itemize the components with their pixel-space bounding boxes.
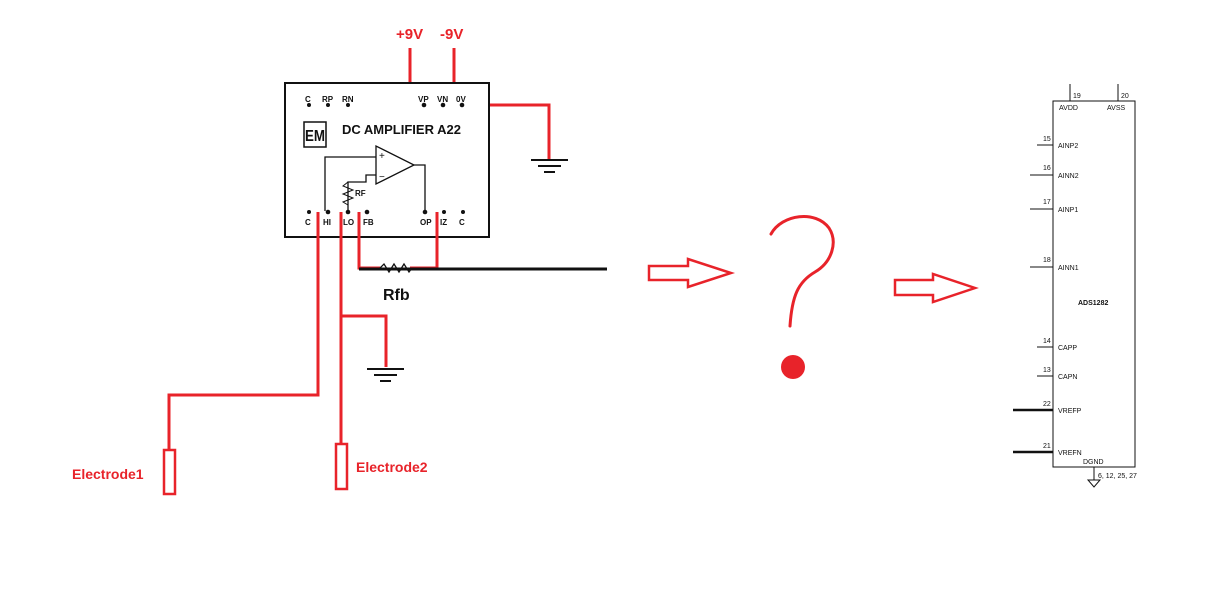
amp-pin-fb: FB [363, 218, 374, 227]
question-mark-icon [769, 215, 835, 379]
adc-pin-vrefp: VREFP [1058, 408, 1082, 415]
electrode2-label: Electrode2 [356, 459, 428, 475]
op-amp-symbol [324, 144, 426, 211]
amp-logo-text: EM [305, 128, 325, 145]
adc-pin-num-ainp1: 17 [1043, 199, 1051, 206]
op-amp-plus: + [379, 151, 385, 162]
adc-pin-dgnd: DGND [1083, 459, 1104, 466]
adc-pin-num-capn: 13 [1043, 367, 1051, 374]
supply-pos-label: +9V [396, 26, 423, 43]
adc-pin-num-ainn2: 16 [1043, 165, 1051, 172]
electrode2-body [334, 442, 349, 491]
amp-pin-rn: RN [342, 95, 354, 104]
amp-pin-c-bottom-left: C [305, 218, 311, 227]
adc-pin-num-avdd: 19 [1073, 93, 1081, 100]
amp-pin-op: OP [420, 218, 432, 227]
amp-top-pins: C RP RN VP VN 0V [305, 95, 466, 108]
adc-pin-num-vrefp: 22 [1043, 401, 1051, 408]
arrow-right-icon-2 [893, 272, 979, 304]
amp-pin-c-bottom-right: C [459, 218, 465, 227]
amp-pin-rp: RP [322, 95, 334, 104]
adc-chip-name: ADS1282 [1078, 300, 1108, 307]
adc-pin-ainp1: AINP1 [1058, 207, 1078, 214]
amp-bottom-pins: C HI LO FB OP IZ C [305, 209, 465, 227]
supply-neg-label: -9V [440, 26, 463, 43]
ads1282-chip: 19 20 AVDD AVSS 15 AINP2 16 AINN2 17 AIN… [1013, 84, 1137, 488]
adc-pin-num-ainn1: 18 [1043, 257, 1051, 264]
op-amp-minus: − [379, 172, 385, 183]
adc-pin-num-ainp2: 15 [1043, 136, 1051, 143]
arrow-right-icon [647, 257, 736, 289]
amp-pin-iz: IZ [440, 218, 447, 227]
ground-symbol-2 [367, 368, 404, 382]
rfb-label: Rfb [383, 287, 410, 304]
adc-pin-vrefn: VREFN [1058, 450, 1082, 457]
adc-dgnd-pin-numbers: 6, 12, 25, 27 [1098, 473, 1137, 480]
adc-pin-capn: CAPN [1058, 374, 1077, 381]
amp-pin-lo: LO [343, 218, 354, 227]
electrode1-body [162, 448, 177, 496]
amp-pin-0v: 0V [456, 95, 466, 104]
adc-pin-ainp2: AINP2 [1058, 143, 1078, 150]
hi-wire [167, 212, 320, 450]
rf-resistor [341, 181, 355, 206]
adc-pin-ainn1: AINN1 [1058, 265, 1079, 272]
dc-amplifier-module: C RP RN VP VN 0V EM DC AMPLIFIER A22 + −… [284, 82, 490, 238]
adc-pin-num-vrefn: 21 [1043, 443, 1051, 450]
ground-wire-0v [462, 103, 551, 160]
adc-pin-capp: CAPP [1058, 345, 1077, 352]
lo-ground-wire [341, 314, 388, 367]
adc-pin-num-avss: 20 [1121, 93, 1129, 100]
adc-pin-ainn2: AINN2 [1058, 173, 1079, 180]
amp-pin-vp: VP [418, 95, 429, 104]
amp-pin-hi: HI [323, 218, 331, 227]
adc-ground-icon [1086, 479, 1102, 488]
amp-pin-c-top: C [305, 95, 311, 104]
rf-label: RF [355, 189, 366, 198]
adc-pin-avdd: AVDD [1059, 105, 1078, 112]
amp-pin-vn: VN [437, 95, 448, 104]
adc-pin-num-capp: 14 [1043, 338, 1051, 345]
electrode1-label: Electrode1 [72, 466, 144, 482]
amp-title: DC AMPLIFIER A22 [342, 122, 461, 137]
adc-pin-avss: AVSS [1107, 105, 1125, 112]
amp-logo: EM [303, 121, 327, 148]
ground-symbol [531, 159, 568, 173]
